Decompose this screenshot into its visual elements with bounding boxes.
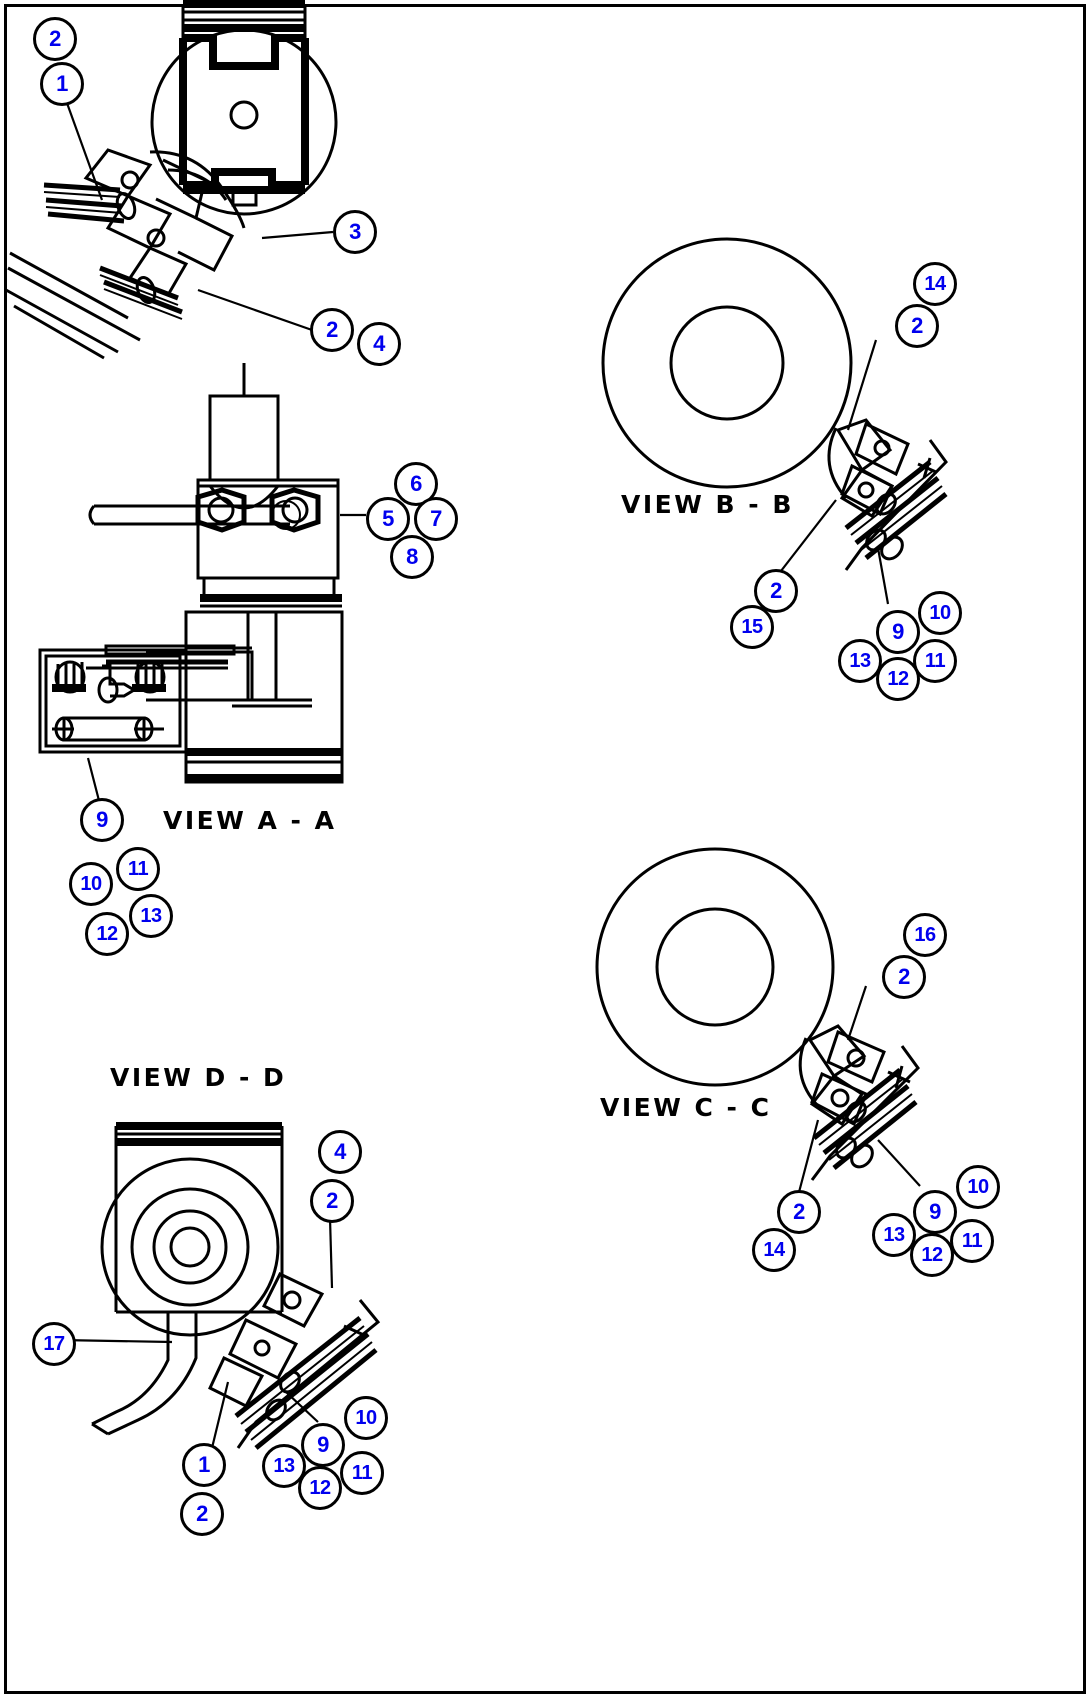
callout-bubble-12[interactable]: 12 [298,1466,342,1510]
callout-bubble-9[interactable]: 9 [301,1423,345,1467]
callout-bubble-10[interactable]: 10 [344,1396,388,1440]
view-a-a-title: VIEW A - A [163,806,337,835]
callout-bubble-11[interactable]: 11 [913,639,957,683]
callout-bubble-7[interactable]: 7 [414,497,458,541]
view-b-b-title: VIEW B - B [621,490,794,519]
callout-bubble-11[interactable]: 11 [340,1451,384,1495]
callout-bubble-10[interactable]: 10 [956,1165,1000,1209]
callout-bubble-12[interactable]: 12 [85,912,129,956]
callout-bubble-6[interactable]: 6 [394,462,438,506]
callout-bubble-2[interactable]: 2 [33,17,77,61]
callout-bubble-2[interactable]: 2 [895,304,939,348]
callout-bubble-9[interactable]: 9 [913,1190,957,1234]
callout-bubble-17[interactable]: 17 [32,1322,76,1366]
callout-bubble-9[interactable]: 9 [876,610,920,654]
callout-bubble-11[interactable]: 11 [116,847,160,891]
callout-bubble-10[interactable]: 10 [918,591,962,635]
callout-bubble-16[interactable]: 16 [903,913,947,957]
drawing-border [4,4,1086,1694]
view-c-c-art [595,847,920,1181]
callout-bubble-14[interactable]: 14 [752,1228,796,1272]
callout-bubble-3[interactable]: 3 [333,210,377,254]
view-d-d-title: VIEW D - D [110,1063,287,1092]
callout-bubble-5[interactable]: 5 [366,497,410,541]
callout-bubble-14[interactable]: 14 [913,262,957,306]
callout-bubble-2[interactable]: 2 [180,1492,224,1536]
callout-bubble-2[interactable]: 2 [882,955,926,999]
view-d-d-art [91,1122,381,1450]
view-a-a-art [38,363,344,784]
callout-bubble-9[interactable]: 9 [80,798,124,842]
callout-bubble-8[interactable]: 8 [390,535,434,579]
callout-bubble-4[interactable]: 4 [357,322,401,366]
callout-bubble-13[interactable]: 13 [838,639,882,683]
callout-bubble-13[interactable]: 13 [129,894,173,938]
callout-bubble-13[interactable]: 13 [872,1213,916,1257]
callout-bubble-4[interactable]: 4 [318,1130,362,1174]
callout-bubble-2[interactable]: 2 [310,1179,354,1223]
callout-bubble-1[interactable]: 1 [40,62,84,106]
callout-bubble-10[interactable]: 10 [69,862,113,906]
callout-bubble-2[interactable]: 2 [777,1190,821,1234]
callout-bubble-11[interactable]: 11 [950,1219,994,1263]
view-c-c-title: VIEW C - C [600,1093,772,1122]
callout-bubble-2[interactable]: 2 [310,308,354,352]
view-b-b-art [601,237,948,571]
callout-bubble-1[interactable]: 1 [182,1443,226,1487]
callout-bubble-15[interactable]: 15 [730,605,774,649]
callout-bubble-12[interactable]: 12 [876,657,920,701]
callout-bubble-12[interactable]: 12 [910,1233,954,1277]
